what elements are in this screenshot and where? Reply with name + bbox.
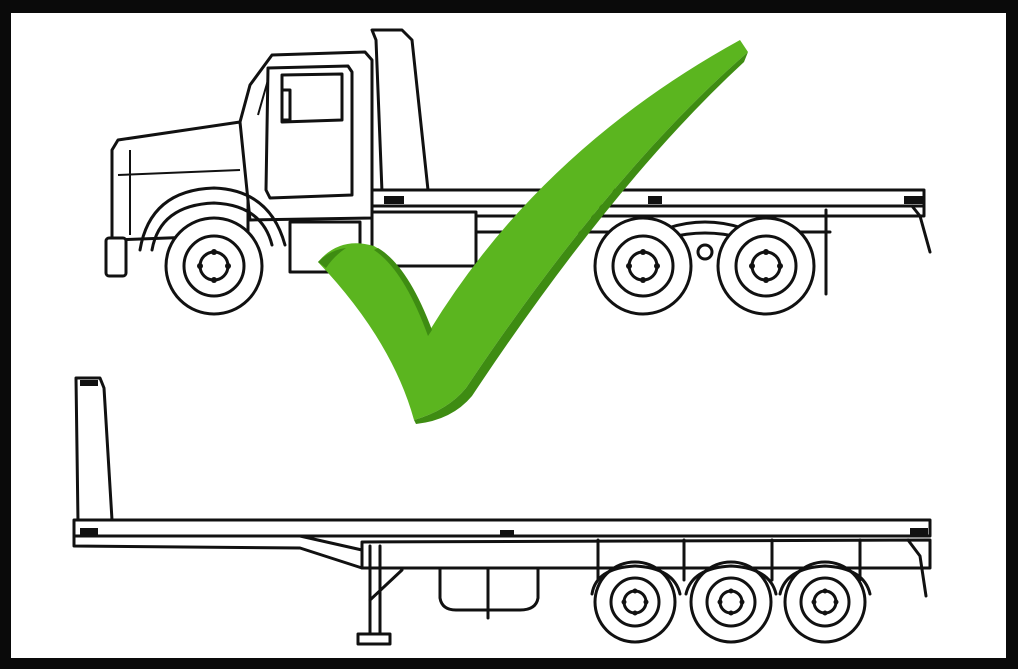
flatbed-truck bbox=[104, 28, 932, 316]
check-mark-icon bbox=[318, 40, 748, 424]
trailer-wheel-3 bbox=[783, 560, 867, 644]
trailer-wheel-1 bbox=[593, 560, 677, 644]
flatbed-semi-trailer bbox=[72, 376, 932, 646]
trailer-wheel-2 bbox=[689, 560, 773, 644]
front-wheel bbox=[164, 216, 264, 316]
rear-wheel-1 bbox=[593, 216, 693, 316]
rear-wheel-2 bbox=[716, 216, 816, 316]
